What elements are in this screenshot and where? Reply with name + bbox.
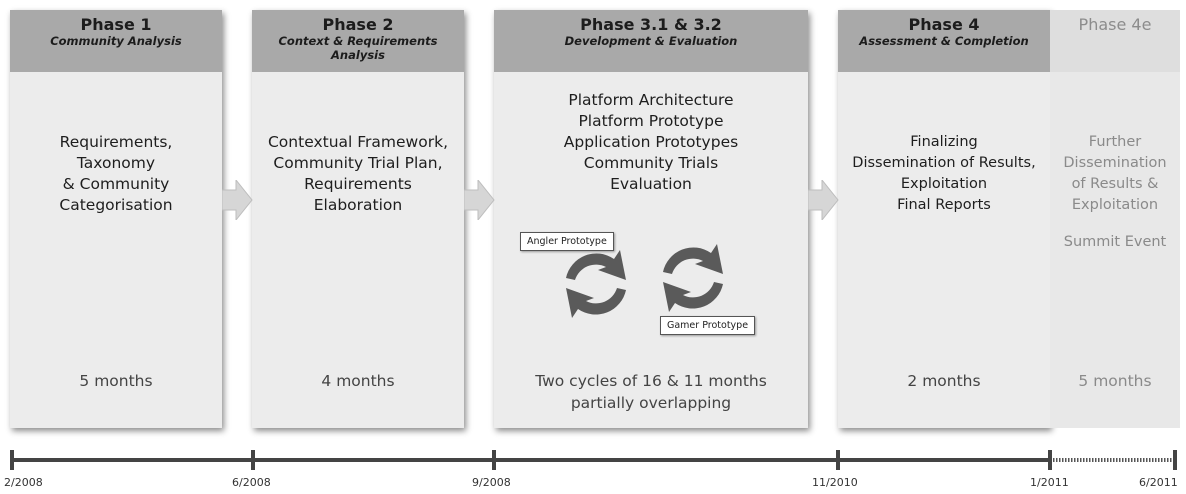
tick-label-5: 1/2011: [1030, 476, 1069, 489]
phase-1-line-3: & Community: [62, 175, 170, 193]
tick-label-1: 2/2008: [4, 476, 43, 489]
phase-4-description: Finalizing Dissemination of Results, Exp…: [838, 132, 1050, 216]
phase-3-title: Phase 3.1 & 3.2: [580, 15, 722, 34]
tick-label-2: 6/2008: [232, 476, 271, 489]
phase-1-panel: Phase 1 Community Analysis Requirements,…: [10, 10, 222, 428]
gamer-cycle-icon: [663, 244, 723, 312]
phase-4e-line-4: Exploitation: [1071, 197, 1159, 213]
phase-3-header: Phase 3.1 & 3.2 Development & Evaluation: [494, 10, 808, 72]
phase-4-line-3: Exploitation: [900, 176, 988, 192]
tick-label-6: 6/2011: [1139, 476, 1178, 489]
phase-3-line-5: Evaluation: [610, 175, 692, 193]
tick-label-3: 9/2008: [472, 476, 511, 489]
phase-2-header: Phase 2 Context & Requirements Analysis: [252, 10, 464, 72]
phase-3-duration-text: Two cycles of 16 & 11 months partially o…: [535, 372, 767, 412]
phase-3-subtitle: Development & Evaluation: [564, 34, 738, 48]
phase-4e-summit-event: Summit Event: [1063, 234, 1167, 250]
angler-cycle-icon: [566, 250, 626, 318]
phase-4e-header: Phase 4e: [1050, 10, 1180, 72]
phase-4-line-4: Final Reports: [897, 197, 991, 213]
phase-2-duration: 4 months: [321, 372, 395, 390]
phase-3-duration: Two cycles of 16 & 11 months partially o…: [494, 370, 808, 414]
phase-2-line-2: Community Trial Plan,: [273, 154, 443, 172]
phase-1-line-2: Taxonomy: [76, 154, 156, 172]
phase-4-line-1: Finalizing: [910, 134, 978, 150]
phase-1-duration: 5 months: [79, 372, 153, 390]
phase-4-line-2: Dissemination of Results,: [852, 155, 1036, 171]
phase-4e-description: Further Dissemination of Results & Explo…: [1050, 132, 1180, 253]
phase-4-title: Phase 4: [908, 15, 980, 34]
phase-4e-line-3: of Results &: [1071, 176, 1159, 192]
phase-1-header: Phase 1 Community Analysis: [10, 10, 222, 72]
phase-2-title: Phase 2: [322, 15, 394, 34]
phase-1-line-4: Categorisation: [59, 196, 173, 214]
phase-1-subtitle: Community Analysis: [50, 34, 182, 48]
phase-3-line-2: Platform Prototype: [578, 112, 724, 130]
phase-1-description: Requirements, Taxonomy & Community Categ…: [10, 132, 222, 216]
angler-prototype-label: Angler Prototype: [520, 232, 614, 251]
gamer-prototype-label: Gamer Prototype: [660, 316, 756, 335]
arrow-phase2-to-phase3-icon: [464, 180, 495, 220]
phase-4-duration: 2 months: [907, 372, 981, 390]
phase-4-panel: Phase 4 Assessment & Completion Finalizi…: [838, 10, 1050, 428]
phase-3-line-4: Community Trials: [583, 154, 719, 172]
phase-4e-panel: Phase 4e Further Dissemination of Result…: [1050, 10, 1180, 428]
phase-2-line-3: Requirements: [304, 175, 412, 193]
phase-4e-duration: 5 months: [1078, 372, 1152, 390]
phase-3-line-1: Platform Architecture: [568, 91, 734, 109]
arrow-phase1-to-phase2-icon: [222, 180, 253, 220]
phase-1-title: Phase 1: [80, 15, 152, 34]
phase-1-line-1: Requirements,: [59, 133, 173, 151]
phase-3-panel: Phase 3.1 & 3.2 Development & Evaluation…: [494, 10, 808, 428]
timeline-axis: [10, 450, 1177, 470]
phase-4e-line-2: Dissemination: [1063, 155, 1167, 171]
arrow-phase3-to-phase4-icon: [808, 180, 839, 220]
tick-label-4: 11/2010: [812, 476, 858, 489]
phase-2-subtitle: Context & Requirements Analysis: [278, 34, 438, 62]
phase-4e-line-1: Further: [1088, 134, 1142, 150]
phase-4e-title: Phase 4e: [1078, 15, 1152, 34]
phase-2-line-4: Elaboration: [313, 196, 403, 214]
phase-2-panel: Phase 2 Context & Requirements Analysis …: [252, 10, 464, 428]
phase-2-line-1: Contextual Framework,: [267, 133, 448, 151]
phase-4-subtitle: Assessment & Completion: [859, 34, 1029, 48]
phase-2-description: Contextual Framework, Community Trial Pl…: [252, 132, 464, 216]
development-cycles-graphic: [566, 244, 723, 318]
phase-3-description: Platform Architecture Platform Prototype…: [494, 90, 808, 195]
phase-4-header: Phase 4 Assessment & Completion: [838, 10, 1050, 72]
phase-3-line-3: Application Prototypes: [563, 133, 739, 151]
